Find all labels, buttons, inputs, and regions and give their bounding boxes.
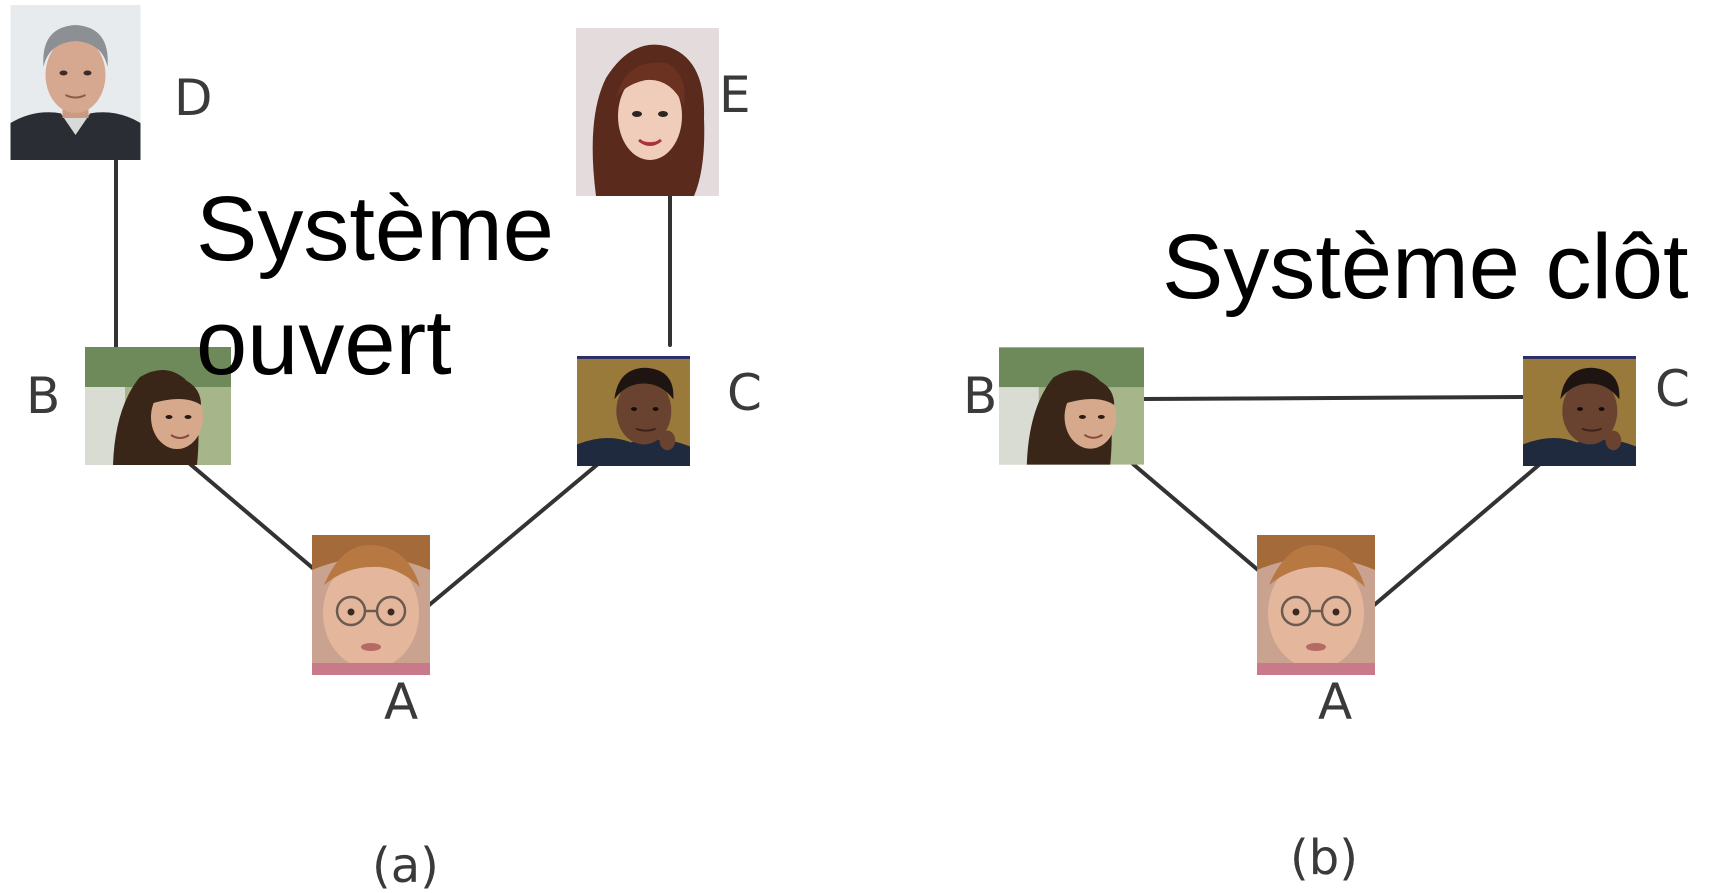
panel-b: B C A Système clôt (b) [963,216,1690,886]
panel-b-caption: (b) [1290,830,1358,886]
panel-a: D E B C A Système ouvert (a) [9,5,762,893]
node-a-avatar [1257,535,1375,675]
node-d-avatar [9,5,142,160]
edge-c-a [1371,462,1542,608]
node-b-avatar [999,347,1144,465]
edge-b-c [1141,395,1525,401]
panel-a-title-line1: Système [196,178,554,280]
edge-b-a [188,462,317,572]
panel-a-caption: (a) [372,838,439,893]
panel-a-title-line2: ouvert [196,292,452,394]
node-c-avatar [1522,356,1637,466]
node-c-label: C [727,364,762,422]
node-d-label: D [174,69,213,127]
node-e-avatar [576,28,719,196]
edge-b-a [1131,462,1260,572]
node-a-avatar [312,535,430,675]
edge-c-a [426,462,600,608]
node-a-label: A [384,673,418,731]
node-b-label: B [963,367,997,425]
node-c-label: C [1655,360,1690,418]
panel-b-title: Système clôt [1162,216,1689,318]
node-c-avatar [576,356,691,466]
node-b-label: B [26,367,60,425]
node-a-label: A [1318,673,1352,731]
node-e-label: E [719,66,751,124]
